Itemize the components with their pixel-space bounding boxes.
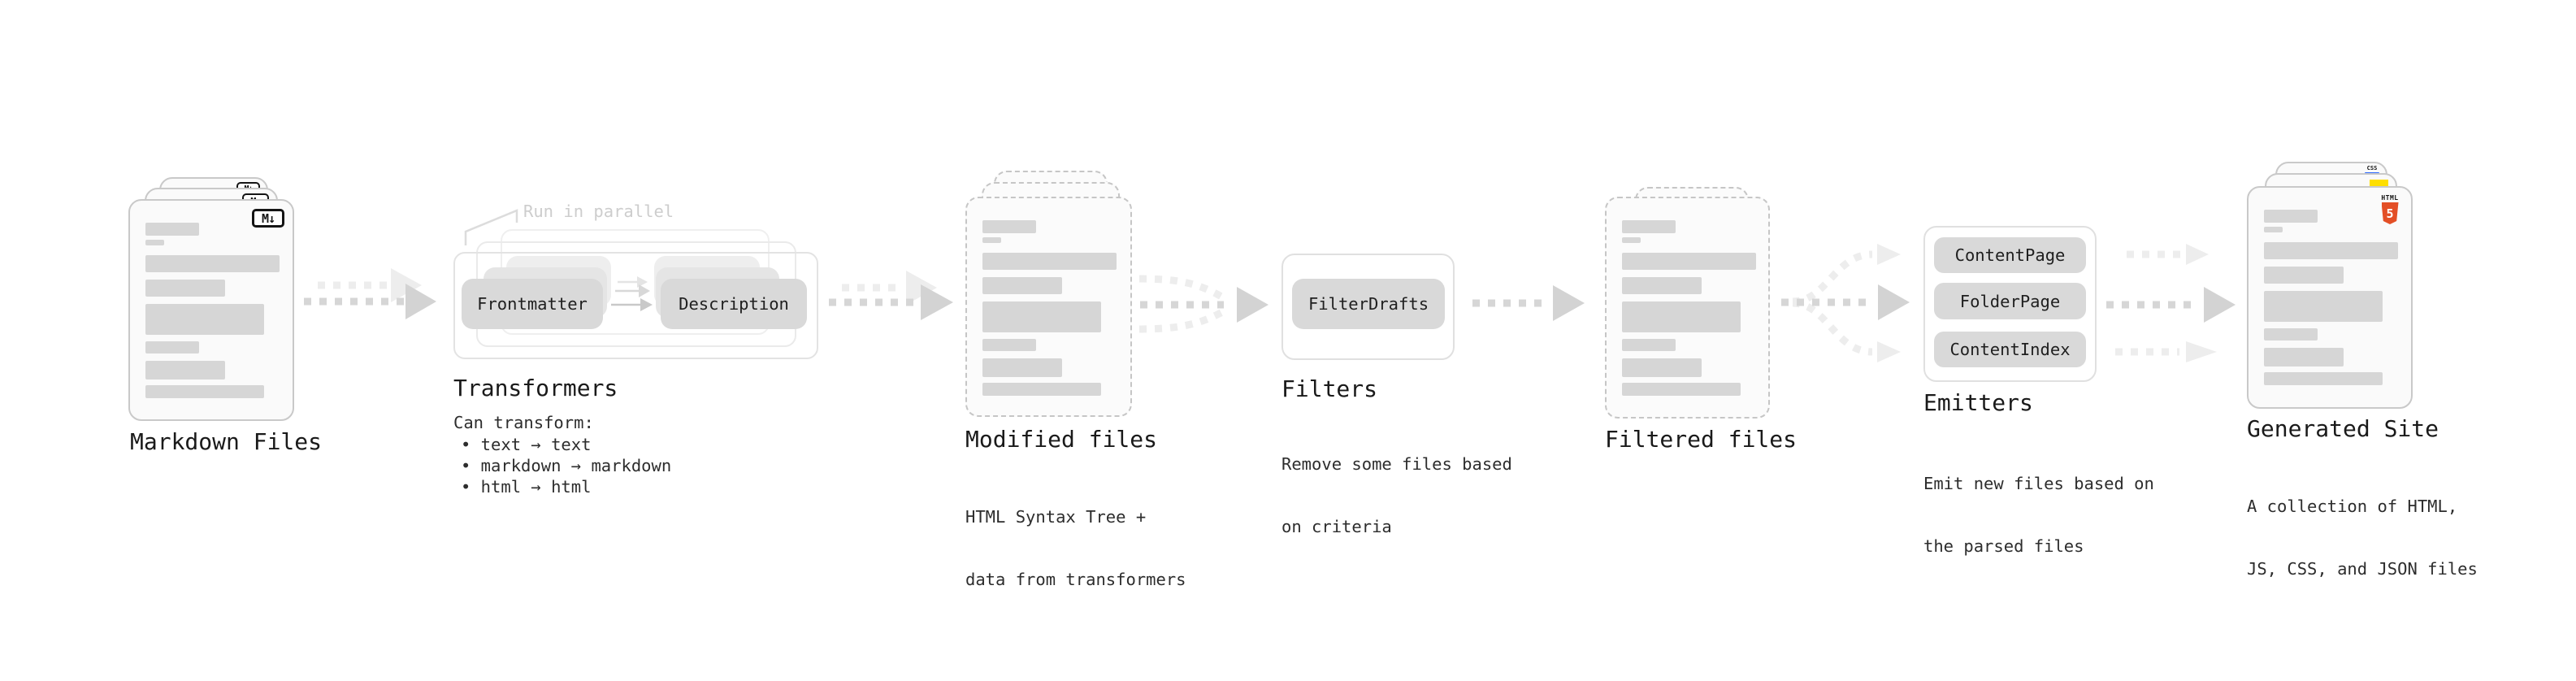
emitters-description: Emit new files based on the parsed files [1923, 432, 2154, 598]
text-line-placeholder [982, 237, 1001, 243]
text-line-placeholder [2264, 372, 2383, 385]
emitter-node-contentpage: ContentPage [1934, 237, 2086, 273]
modified-files-label: Modified files [965, 426, 1158, 453]
text-line-placeholder [145, 223, 199, 236]
text-line-placeholder [2264, 328, 2318, 340]
text-line-placeholder [145, 385, 264, 398]
text-line-placeholder [145, 240, 164, 245]
text-line-placeholder [2264, 348, 2344, 367]
transformer-node-description: Description [661, 279, 807, 329]
emitter-node-contentindex: ContentIndex [1934, 332, 2086, 367]
text-line-placeholder [2264, 227, 2283, 232]
filters-description: Remove some files based on criteria [1281, 413, 1512, 579]
html5-icon-shield: 5 [2381, 202, 2399, 224]
text-line-placeholder [982, 339, 1036, 351]
arrow-markdown-to-transformers [304, 268, 436, 319]
description-line: on criteria [1281, 516, 1392, 536]
description-line: HTML Syntax Tree + [965, 507, 1147, 527]
run-in-parallel-connector [464, 209, 518, 245]
transformers-bullet: • text → text [461, 435, 592, 454]
arrow-modified-to-filters [1138, 275, 1268, 333]
filters-label: Filters [1281, 375, 1378, 402]
site-doc-html: HTML 5 [2247, 186, 2413, 409]
html5-icon-number: 5 [2386, 206, 2394, 221]
transformers-bullet: • html → html [461, 477, 592, 497]
text-line-placeholder [145, 304, 264, 335]
text-line-placeholder [1622, 301, 1741, 332]
arrow-filters-to-filtered [1472, 285, 1585, 321]
text-line-placeholder [2264, 267, 2344, 284]
description-line: data from transformers [965, 569, 1186, 589]
markdown-files-label: Markdown Files [130, 428, 323, 455]
text-line-placeholder [1622, 358, 1702, 377]
text-line-placeholder [145, 255, 280, 272]
text-line-placeholder [982, 383, 1101, 396]
filtered-files-label: Filtered files [1605, 426, 1798, 453]
description-line: the parsed files [1923, 536, 2084, 556]
markdown-icon-text: M↓ [261, 210, 275, 226]
emitter-node-folderpage: FolderPage [1934, 283, 2086, 319]
text-line-placeholder [1622, 220, 1676, 233]
transformers-label: Transformers [453, 375, 618, 401]
arrow-transformers-to-modified [829, 271, 953, 320]
text-line-placeholder [1622, 277, 1702, 294]
text-line-placeholder [1622, 237, 1641, 243]
text-line-placeholder [1622, 253, 1756, 270]
arrow-emitters-to-site [2106, 244, 2236, 362]
text-line-placeholder [145, 341, 199, 354]
description-line: Remove some files based [1281, 454, 1512, 474]
transformer-group-frame-front [453, 252, 818, 359]
html5-icon: HTML 5 [2379, 194, 2400, 224]
generated-site-description: A collection of HTML, JS, CSS, and JSON … [2247, 455, 2478, 621]
text-line-placeholder [2264, 242, 2398, 259]
text-line-placeholder [982, 277, 1062, 294]
text-line-placeholder [145, 361, 225, 380]
generated-site-label: Generated Site [2247, 415, 2439, 442]
text-line-placeholder [982, 358, 1062, 377]
run-in-parallel-annotation: Run in parallel [523, 202, 674, 221]
description-line: Emit new files based on [1923, 474, 2154, 493]
js-icon [2370, 180, 2388, 189]
modified-doc-front [965, 197, 1132, 417]
transformer-node-frontmatter: Frontmatter [462, 279, 603, 329]
transformers-note-title: Can transform: [453, 413, 594, 432]
filter-node-filterdrafts: FilterDrafts [1292, 279, 1445, 329]
text-line-placeholder [982, 220, 1036, 233]
text-line-placeholder [2264, 210, 2318, 223]
text-line-placeholder [982, 301, 1101, 332]
filtered-doc-front [1605, 197, 1770, 419]
markdown-doc-front: M↓ [128, 199, 294, 421]
text-line-placeholder [145, 280, 225, 297]
transformers-bullet: • markdown → markdown [461, 456, 672, 475]
css-icon-text: CSS [2366, 165, 2378, 171]
html5-icon-text: HTML [2381, 194, 2399, 202]
description-line: A collection of HTML, [2247, 497, 2458, 516]
emitters-label: Emitters [1923, 389, 2033, 416]
description-line: JS, CSS, and JSON files [2247, 558, 2478, 579]
text-line-placeholder [1622, 383, 1741, 396]
text-line-placeholder [2264, 291, 2383, 322]
text-line-placeholder [1622, 339, 1676, 351]
text-line-placeholder [982, 253, 1117, 270]
markdown-icon: M↓ [252, 209, 284, 228]
modified-files-description: HTML Syntax Tree + data from transformer… [965, 466, 1186, 631]
arrow-filtered-to-emitters [1781, 244, 1910, 362]
arrow-frontmatter-to-description [611, 276, 653, 311]
